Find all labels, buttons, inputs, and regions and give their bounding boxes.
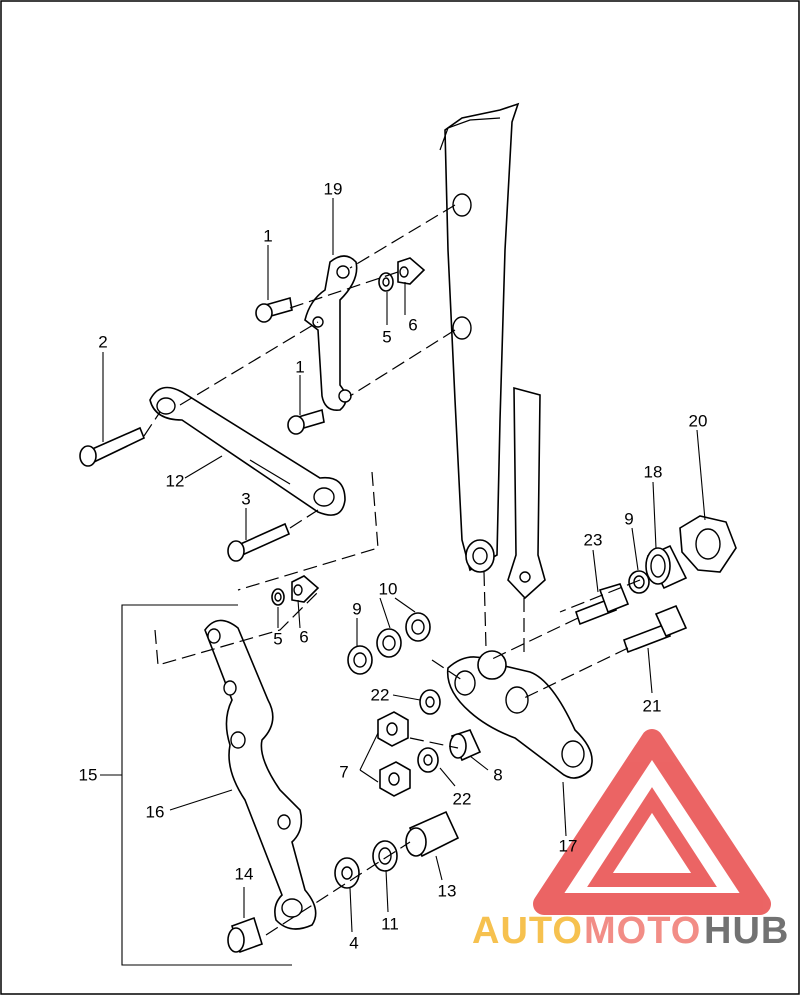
bracket-16 bbox=[204, 619, 317, 930]
callout-21: 21 bbox=[642, 696, 662, 716]
callout-18: 18 bbox=[643, 462, 663, 482]
callout-5-lower: 5 bbox=[273, 629, 283, 649]
watermark-text: AUTO MOTO HUB bbox=[472, 910, 792, 958]
leader-lines bbox=[102, 198, 706, 933]
callout-19: 19 bbox=[323, 179, 343, 199]
callout-16: 16 bbox=[145, 802, 165, 822]
nut-20 bbox=[679, 515, 737, 573]
bolt-23 bbox=[575, 583, 630, 626]
callout-6-upper: 6 bbox=[408, 315, 418, 335]
callout-3: 3 bbox=[241, 489, 251, 509]
callout-15: 15 bbox=[78, 765, 98, 785]
watermark-part-2: MOTO bbox=[584, 910, 702, 952]
bushing-8 bbox=[449, 729, 482, 762]
bushing-13 bbox=[405, 810, 460, 858]
watermark-logo-icon bbox=[533, 729, 771, 915]
bolt-2 bbox=[79, 426, 146, 467]
callout-8: 8 bbox=[493, 765, 503, 785]
callout-9-right: 9 bbox=[624, 509, 634, 529]
threaded-bushing-18 bbox=[645, 544, 688, 590]
assembly-lines bbox=[143, 204, 641, 936]
bushing-14 bbox=[227, 916, 263, 954]
secondary-rod bbox=[507, 386, 546, 600]
callout-1-upper: 1 bbox=[263, 226, 273, 246]
callout-14: 14 bbox=[234, 864, 254, 884]
callout-5-upper: 5 bbox=[382, 327, 392, 347]
group-bracket-15 bbox=[121, 604, 292, 966]
callout-1-lower: 1 bbox=[295, 357, 305, 377]
bolt-1-upper bbox=[255, 296, 293, 323]
bolt-3 bbox=[227, 522, 291, 562]
callout-6-lower: 6 bbox=[299, 627, 309, 647]
link-12 bbox=[149, 386, 346, 516]
callout-13: 13 bbox=[437, 881, 457, 901]
part-19-plate bbox=[304, 255, 358, 412]
callout-11: 11 bbox=[381, 914, 399, 934]
callout-4: 4 bbox=[349, 933, 359, 953]
watermark-part-3: HUB bbox=[704, 910, 790, 952]
callout-23: 23 bbox=[583, 530, 603, 550]
callout-12: 12 bbox=[165, 471, 185, 491]
bolt-21 bbox=[622, 604, 688, 654]
bolt-1-lower bbox=[287, 408, 325, 435]
bracket-17 bbox=[446, 650, 593, 779]
callout-22-lower: 22 bbox=[452, 789, 472, 809]
callout-10: 10 bbox=[378, 579, 398, 599]
callout-22-upper: 22 bbox=[370, 685, 390, 705]
callout-9-left: 9 bbox=[352, 599, 362, 619]
callout-7: 7 bbox=[339, 762, 349, 782]
callout-2: 2 bbox=[98, 332, 108, 352]
callout-17: 17 bbox=[558, 836, 578, 856]
watermark-part-1: AUTO bbox=[472, 910, 583, 952]
callout-20: 20 bbox=[688, 411, 708, 431]
upright-arm bbox=[439, 102, 520, 573]
